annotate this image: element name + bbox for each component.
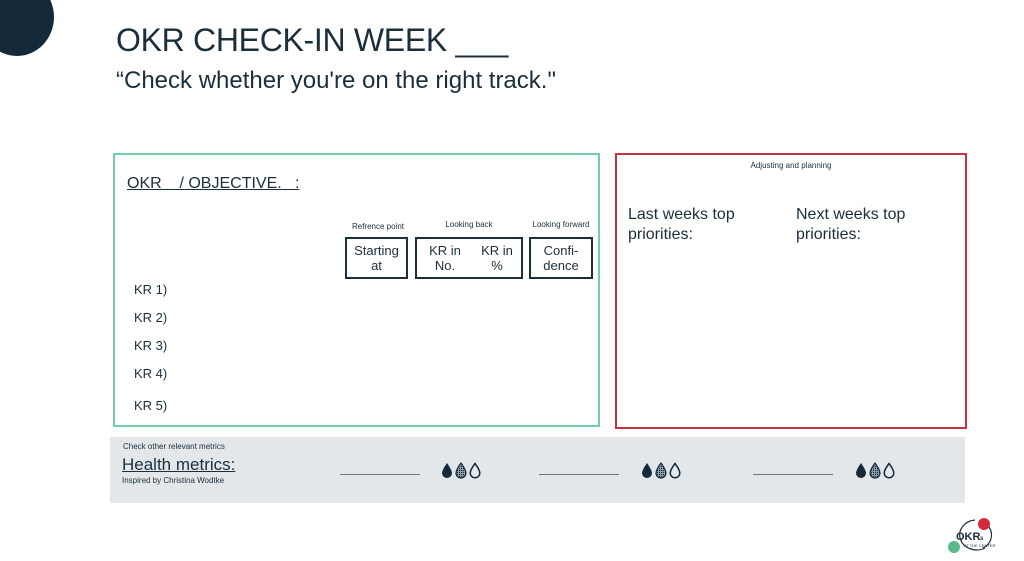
last-weeks-priorities-label: Last weeks top priorities:	[628, 206, 735, 243]
metric-2-rating[interactable]	[641, 462, 681, 479]
okr-objective-heading[interactable]: OKR / OBJECTIVE. :	[127, 175, 300, 192]
health-metrics-bar: Check other relevant metrics Health metr…	[110, 437, 965, 503]
confidence-column-header: Confi- dence	[529, 237, 593, 279]
kr-1-label: KR 1)	[134, 282, 168, 297]
metric-3-input-line[interactable]	[753, 474, 833, 475]
adjusting-planning-panel: Adjusting and planning Last weeks top pr…	[615, 153, 967, 429]
drop-filled-icon[interactable]	[441, 462, 453, 479]
drop-outline-icon[interactable]	[669, 462, 681, 479]
okr-objective-panel: OKR / OBJECTIVE. : Refrence point Lookin…	[113, 153, 600, 427]
kr-in-number-label: KR in No.	[429, 243, 461, 273]
kr-3-label: KR 3)	[134, 338, 168, 353]
svg-text:AT THE CENTER: AT THE CENTER	[964, 543, 995, 548]
kr-4-label: KR 4)	[134, 366, 168, 381]
reference-point-caption: Refrence point	[351, 222, 405, 231]
starting-at-column-header: Starting at	[345, 237, 408, 279]
corner-decoration-circle	[0, 0, 54, 56]
metric-1-rating[interactable]	[441, 462, 481, 479]
svg-text:s: s	[980, 536, 984, 542]
logo-mark-icon: OKR s AT THE CENTER	[948, 518, 995, 553]
looking-forward-caption: Looking forward	[532, 220, 590, 229]
kr-5-label: KR 5)	[134, 398, 168, 413]
metric-1-input-line[interactable]	[340, 474, 420, 475]
confidence-label: Confi- dence	[543, 243, 579, 273]
metric-2-input-line[interactable]	[539, 474, 619, 475]
okrs-at-the-center-logo: OKR s AT THE CENTER	[945, 514, 1005, 556]
kr-2-label: KR 2)	[134, 310, 168, 325]
looking-back-column-header: KR in No. KR in %	[415, 237, 523, 279]
svg-text:OKR: OKR	[956, 531, 981, 543]
next-weeks-priorities-label: Next weeks top priorities:	[796, 206, 906, 243]
metric-3-rating[interactable]	[855, 462, 895, 479]
drop-filled-icon[interactable]	[641, 462, 653, 479]
looking-back-caption: Looking back	[445, 220, 493, 229]
drop-hatched-icon[interactable]	[655, 462, 667, 479]
page-title: OKR CHECK-IN WEEK ___	[116, 22, 509, 58]
drop-outline-icon[interactable]	[883, 462, 895, 479]
drop-filled-icon[interactable]	[855, 462, 867, 479]
kr-in-percent-label: KR in %	[481, 243, 513, 273]
drop-hatched-icon[interactable]	[869, 462, 881, 479]
page-subtitle: “Check whether you're on the right track…	[116, 67, 556, 94]
drop-hatched-icon[interactable]	[455, 462, 467, 479]
health-metrics-credit: Inspired by Christina Wodtke	[122, 476, 225, 485]
health-metrics-caption: Check other relevant metrics	[123, 442, 225, 451]
drop-outline-icon[interactable]	[469, 462, 481, 479]
health-metrics-title: Health metrics:	[122, 455, 236, 474]
adjusting-planning-caption: Adjusting and planning	[750, 161, 832, 170]
starting-at-label: Starting at	[354, 243, 399, 273]
